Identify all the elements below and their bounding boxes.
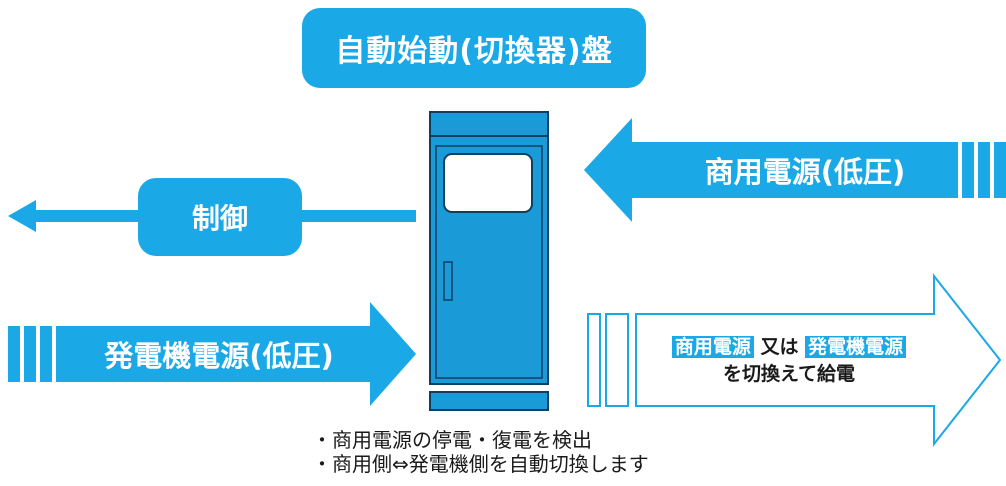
- switch-supply-text: を切換えて給電: [722, 363, 856, 385]
- output-arrow: [587, 273, 1002, 447]
- generator-power-arrow: [8, 302, 416, 406]
- commercial-power-highlight: 商用電源: [671, 336, 754, 358]
- note-item: ・商用電源の停電・復電を検出: [312, 428, 592, 452]
- notes-list: ・商用電源の停電・復電を検出 ・商用側⇔発電機側を自動切換します: [312, 428, 649, 476]
- note-item: ・商用側⇔発電機側を自動切換します: [312, 452, 649, 476]
- control-label: 制御: [138, 178, 302, 256]
- switchgear-cabinet-icon: [429, 111, 549, 411]
- generator-power-highlight: 発電機電源: [805, 336, 907, 358]
- commercial-power-label: 商用電源(低圧): [704, 155, 906, 189]
- output-description: 商用電源 又は 発電機電源 を切換えて給電: [648, 334, 930, 388]
- generator-power-label: 発電機電源(低圧): [104, 339, 334, 373]
- page-title: 自動始動(切換器)盤: [302, 8, 646, 88]
- or-text: 又は: [760, 336, 799, 358]
- commercial-power-arrow: [584, 118, 1006, 222]
